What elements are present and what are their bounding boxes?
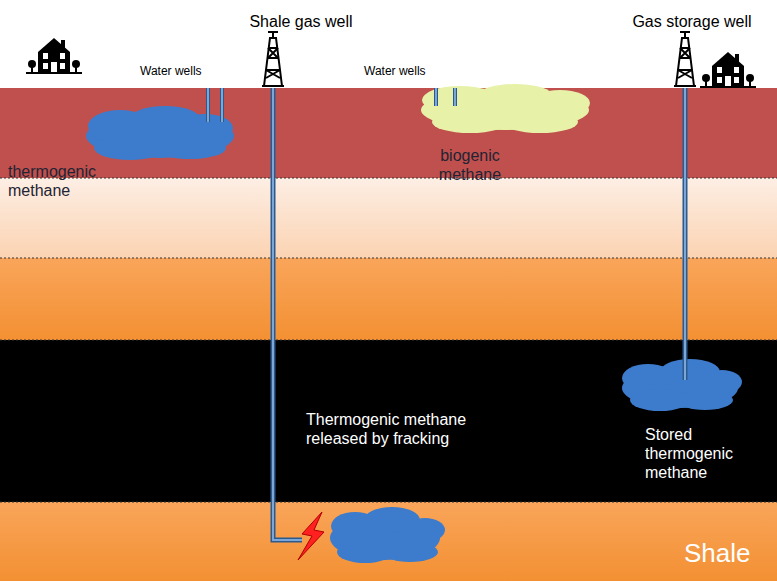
shale-derrick (262, 32, 284, 86)
rock-layer (0, 258, 777, 340)
gas-release-label: Thermogenic methane released by fracking (306, 410, 491, 448)
shale-well-pipe (273, 88, 302, 540)
storage-derrick (674, 32, 696, 86)
thermogenic-cloud (86, 106, 234, 160)
well-name: Gas storage well (612, 12, 772, 31)
fracking-cloud (330, 507, 445, 563)
shale-well-pipe-highlight (273, 88, 302, 540)
biogenic-cloud (421, 84, 590, 133)
shale-layer (0, 502, 777, 581)
house-left (26, 38, 82, 73)
well-label: Water wells (364, 64, 432, 78)
storage-cloud (622, 359, 742, 411)
layer-name: Shale (684, 538, 772, 569)
water-well-pipe-highlights (208, 88, 455, 122)
storage-layer (0, 340, 777, 502)
water-well-pipes (208, 88, 455, 122)
well-name: Shale gas well (226, 12, 376, 31)
fracture-bolt (298, 512, 324, 560)
layer-gas-label: thermogenic methane (8, 162, 118, 200)
layer-gas-label: biogenic methane (420, 146, 520, 184)
well-label: Water wells (140, 64, 206, 78)
storage-well-pipe (683, 88, 688, 380)
house-right (700, 52, 756, 87)
storage-well-pipe-highlight (684, 88, 686, 380)
topsoil-layer (0, 88, 777, 178)
sand-layer (0, 178, 777, 258)
layer-boundaries (0, 178, 777, 502)
stored-gas-label: Stored thermogenic methane (645, 425, 773, 483)
